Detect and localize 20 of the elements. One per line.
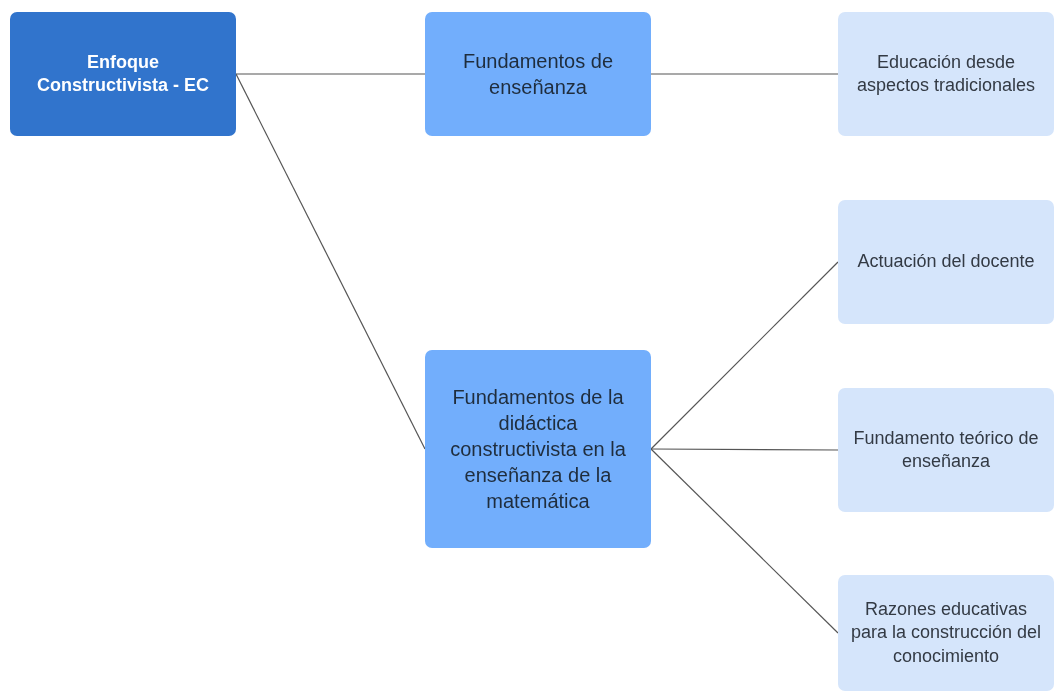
box-label: Actuación del docente (857, 250, 1035, 274)
box-label: Educación desde aspectos tradicionales (855, 50, 1037, 97)
box-label: Fundamento teórico de enseñanza (852, 426, 1040, 473)
topic-box (10, 12, 236, 136)
topic-box (838, 12, 1054, 136)
topic-box (425, 12, 651, 136)
connector-line (650, 73, 839, 75)
connector-line (235, 73, 426, 75)
connector-line (235, 73, 426, 450)
box-label: Fundamentos de enseñanza (461, 49, 615, 100)
box-label: Enfoque Constructivista - EC (36, 50, 210, 97)
box-label: Razones educativas para la construcción del conocimiento (849, 597, 1043, 668)
connector-line (650, 448, 839, 634)
connector-line (650, 261, 839, 450)
topic-box (838, 388, 1054, 512)
topic-box (425, 350, 651, 548)
topic-box (838, 200, 1054, 324)
topic-box (838, 575, 1054, 691)
connector-line (650, 448, 839, 451)
box-label: Fundamentos de la didáctica constructivista en la enseñanza de la matemática (449, 385, 627, 514)
